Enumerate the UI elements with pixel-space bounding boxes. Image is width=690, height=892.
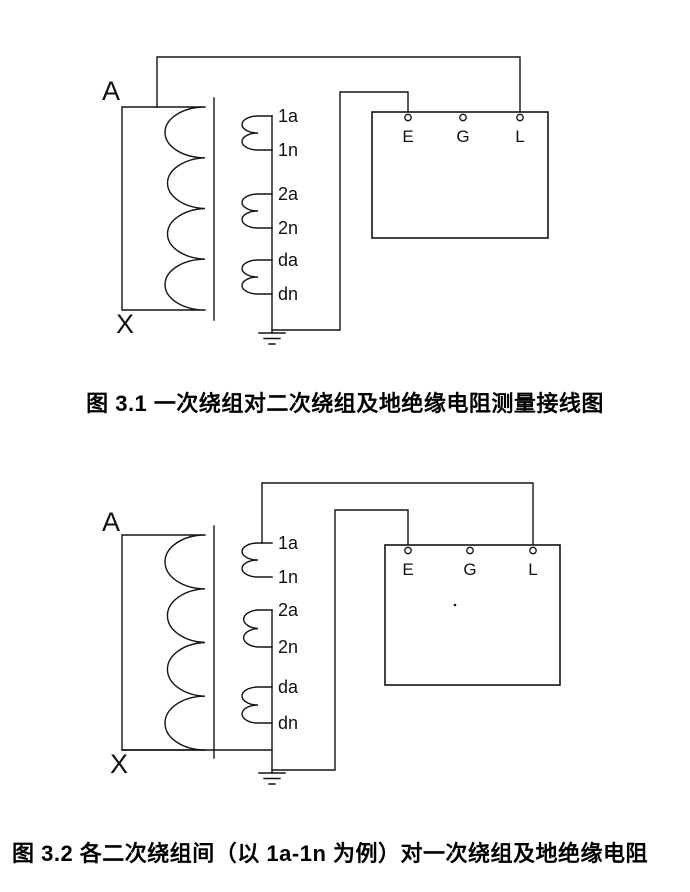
ground-icon	[258, 332, 286, 345]
primary-bottom-label: X	[116, 309, 134, 339]
terminal-G-dot	[459, 113, 467, 122]
terminal-label-da: da	[278, 677, 299, 697]
secondary-winding-2a2n	[243, 609, 273, 648]
terminal-label-2a: 2a	[278, 184, 299, 204]
terminal-L-dot	[516, 113, 524, 122]
secondary-winding-1a1n	[241, 115, 273, 151]
ground-icon	[258, 772, 286, 785]
terminal-label-1n: 1n	[278, 567, 298, 587]
secondary-winding-2a2n	[241, 193, 273, 229]
wire-1a-to-L	[261, 482, 534, 547]
terminal-E-dot	[404, 546, 412, 555]
instrument-terminal-L: L	[515, 127, 524, 146]
instrument-terminal-E: E	[402, 560, 413, 579]
terminal-label-dn: dn	[278, 284, 298, 304]
instrument-terminal-E: E	[402, 127, 413, 146]
terminal-E-dot	[404, 113, 412, 122]
wire-E-to-ground-bus	[271, 509, 409, 771]
dot-mark	[453, 603, 457, 607]
terminal-L-dot	[529, 546, 537, 555]
terminal-label-1a: 1a	[278, 533, 299, 553]
terminal-label-1a: 1a	[278, 106, 299, 126]
figure1-caption: 图 3.1 一次绕组对二次绕组及地绝缘电阻测量接线图	[86, 391, 604, 416]
secondary-winding-dadn	[241, 686, 273, 724]
terminal-label-dn: dn	[278, 713, 298, 733]
primary-bottom-label: X	[110, 749, 128, 779]
secondary-winding-dadn	[241, 259, 273, 295]
instrument-box	[371, 111, 549, 239]
terminal-label-2n: 2n	[278, 637, 298, 657]
wire-primary-to-L	[156, 56, 521, 114]
terminal-label-da: da	[278, 250, 299, 270]
terminal-label-2n: 2n	[278, 218, 298, 238]
terminal-label-1n: 1n	[278, 140, 298, 160]
figure2-wiring-diagram: A X 1a 1n 2a 2n da dn E G L	[102, 482, 561, 785]
primary-top-label: A	[102, 76, 120, 106]
wire-bus-to-E	[271, 91, 409, 331]
terminal-G-dot	[466, 546, 474, 555]
primary-top-label: A	[102, 507, 120, 537]
primary-winding	[121, 534, 206, 751]
figure2-caption: 图 3.2 各二次绕组间（以 1a-1n 为例）对一次绕组及地绝缘电阻	[12, 841, 649, 866]
secondary-winding-1a1n	[241, 542, 273, 578]
instrument-box	[384, 544, 561, 686]
instrument-terminal-G: G	[463, 560, 476, 579]
figure1-wiring-diagram: A X 1a 1n 2a 2n da dn E G L	[102, 56, 549, 345]
terminal-label-2a: 2a	[278, 600, 299, 620]
primary-winding	[121, 106, 206, 311]
instrument-terminal-L: L	[528, 560, 537, 579]
instrument-terminal-G: G	[456, 127, 469, 146]
